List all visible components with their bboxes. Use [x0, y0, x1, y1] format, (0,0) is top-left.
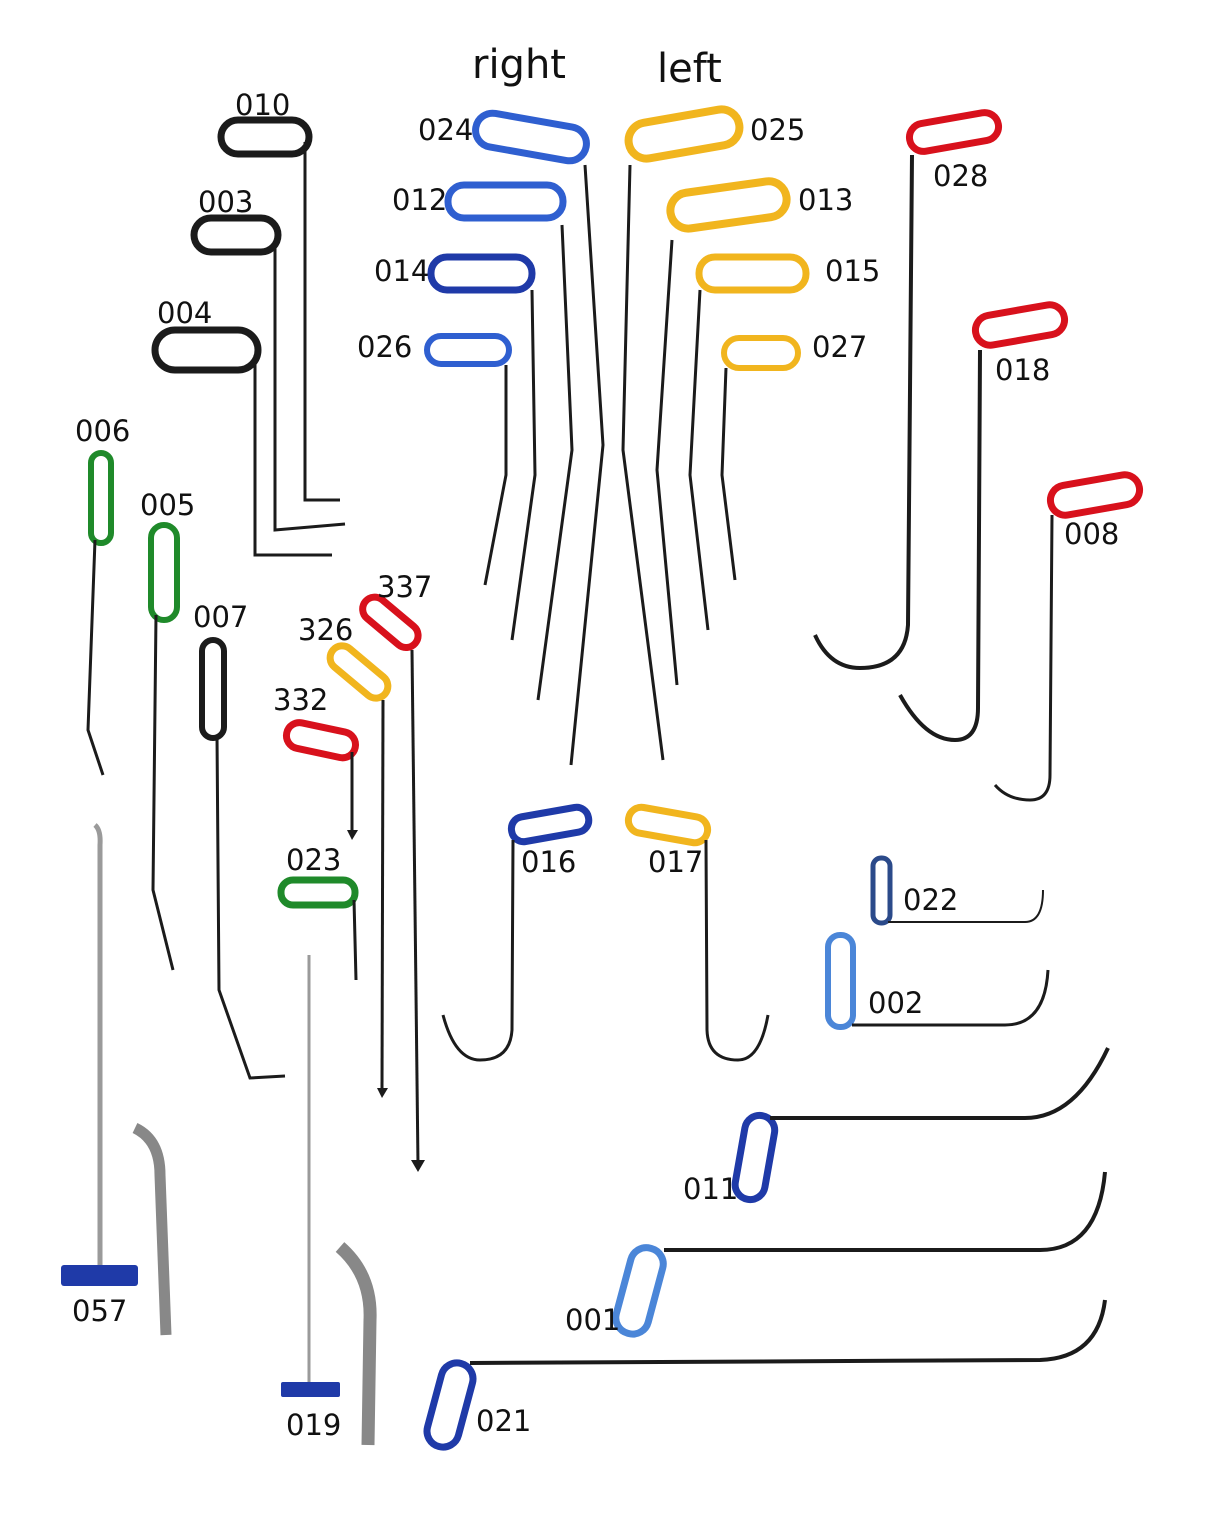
tool-006: 006	[75, 414, 130, 776]
header-right: right	[472, 42, 566, 88]
tool-label-013: 013	[798, 183, 853, 217]
tool-label-326: 326	[298, 613, 353, 647]
tool-028: 028	[813, 109, 1003, 671]
tool-label-003: 003	[198, 185, 253, 219]
tool-013: 013	[655, 177, 853, 686]
tool-025: 025	[621, 105, 805, 761]
tool-label-022: 022	[903, 883, 958, 917]
tool-label-006: 006	[75, 414, 130, 448]
tool-005: 005	[140, 488, 195, 971]
tool-label-337: 337	[377, 570, 432, 604]
tool-label-057: 057	[72, 1294, 127, 1328]
tool-326: 326	[298, 613, 392, 1098]
tool-004: 004	[151, 296, 332, 557]
tool-label-007: 007	[193, 600, 248, 634]
tool-019: 019	[281, 955, 377, 1446]
tool-label-019: 019	[286, 1408, 341, 1442]
tool-002: 002	[825, 932, 1050, 1030]
tool-label-027: 027	[812, 330, 867, 364]
tool-016: 016	[441, 803, 593, 1062]
tool-label-002: 002	[868, 986, 923, 1020]
tool-057: 057	[61, 823, 172, 1336]
tool-label-023: 023	[286, 843, 341, 877]
tool-label-004: 004	[157, 296, 212, 330]
tool-label-018: 018	[995, 353, 1050, 387]
tool-337: 337	[359, 570, 432, 1172]
tool-008: 008	[993, 471, 1144, 802]
tool-label-026: 026	[357, 330, 412, 364]
tool-label-010: 010	[235, 88, 290, 122]
tool-label-001: 001	[565, 1303, 620, 1337]
tool-027: 027	[720, 330, 867, 581]
tool-017: 017	[624, 803, 770, 1062]
tool-007: 007	[193, 600, 286, 1080]
tool-026: 026	[357, 330, 512, 586]
tool-label-015: 015	[825, 254, 880, 288]
tool-label-025: 025	[750, 113, 805, 147]
tool-010: 010	[217, 88, 340, 502]
tool-label-332: 332	[273, 683, 328, 717]
tool-014: 014	[374, 253, 537, 641]
tool-label-014: 014	[374, 254, 429, 288]
tool-021: 021	[423, 1299, 1107, 1451]
header-left: left	[657, 46, 722, 92]
tool-label-011: 011	[683, 1172, 738, 1206]
tool-023: 023	[277, 843, 359, 981]
tool-label-028: 028	[933, 159, 988, 193]
tool-003: 003	[190, 185, 346, 532]
tool-018: 018	[898, 301, 1069, 743]
tool-012: 012	[392, 181, 574, 701]
tool-015: 015	[688, 253, 880, 631]
tool-label-012: 012	[392, 183, 447, 217]
tool-label-021: 021	[476, 1404, 531, 1438]
tool-label-016: 016	[521, 845, 576, 879]
tool-022: 022	[870, 855, 1044, 926]
tool-332: 332	[273, 683, 359, 840]
tool-label-024: 024	[418, 113, 473, 147]
tool-label-008: 008	[1064, 517, 1119, 551]
tool-024: 024	[418, 109, 605, 766]
tool-011: 011	[683, 1047, 1110, 1206]
tool-label-005: 005	[140, 488, 195, 522]
tool-label-017: 017	[648, 845, 703, 879]
tool-001: 001	[565, 1171, 1107, 1338]
